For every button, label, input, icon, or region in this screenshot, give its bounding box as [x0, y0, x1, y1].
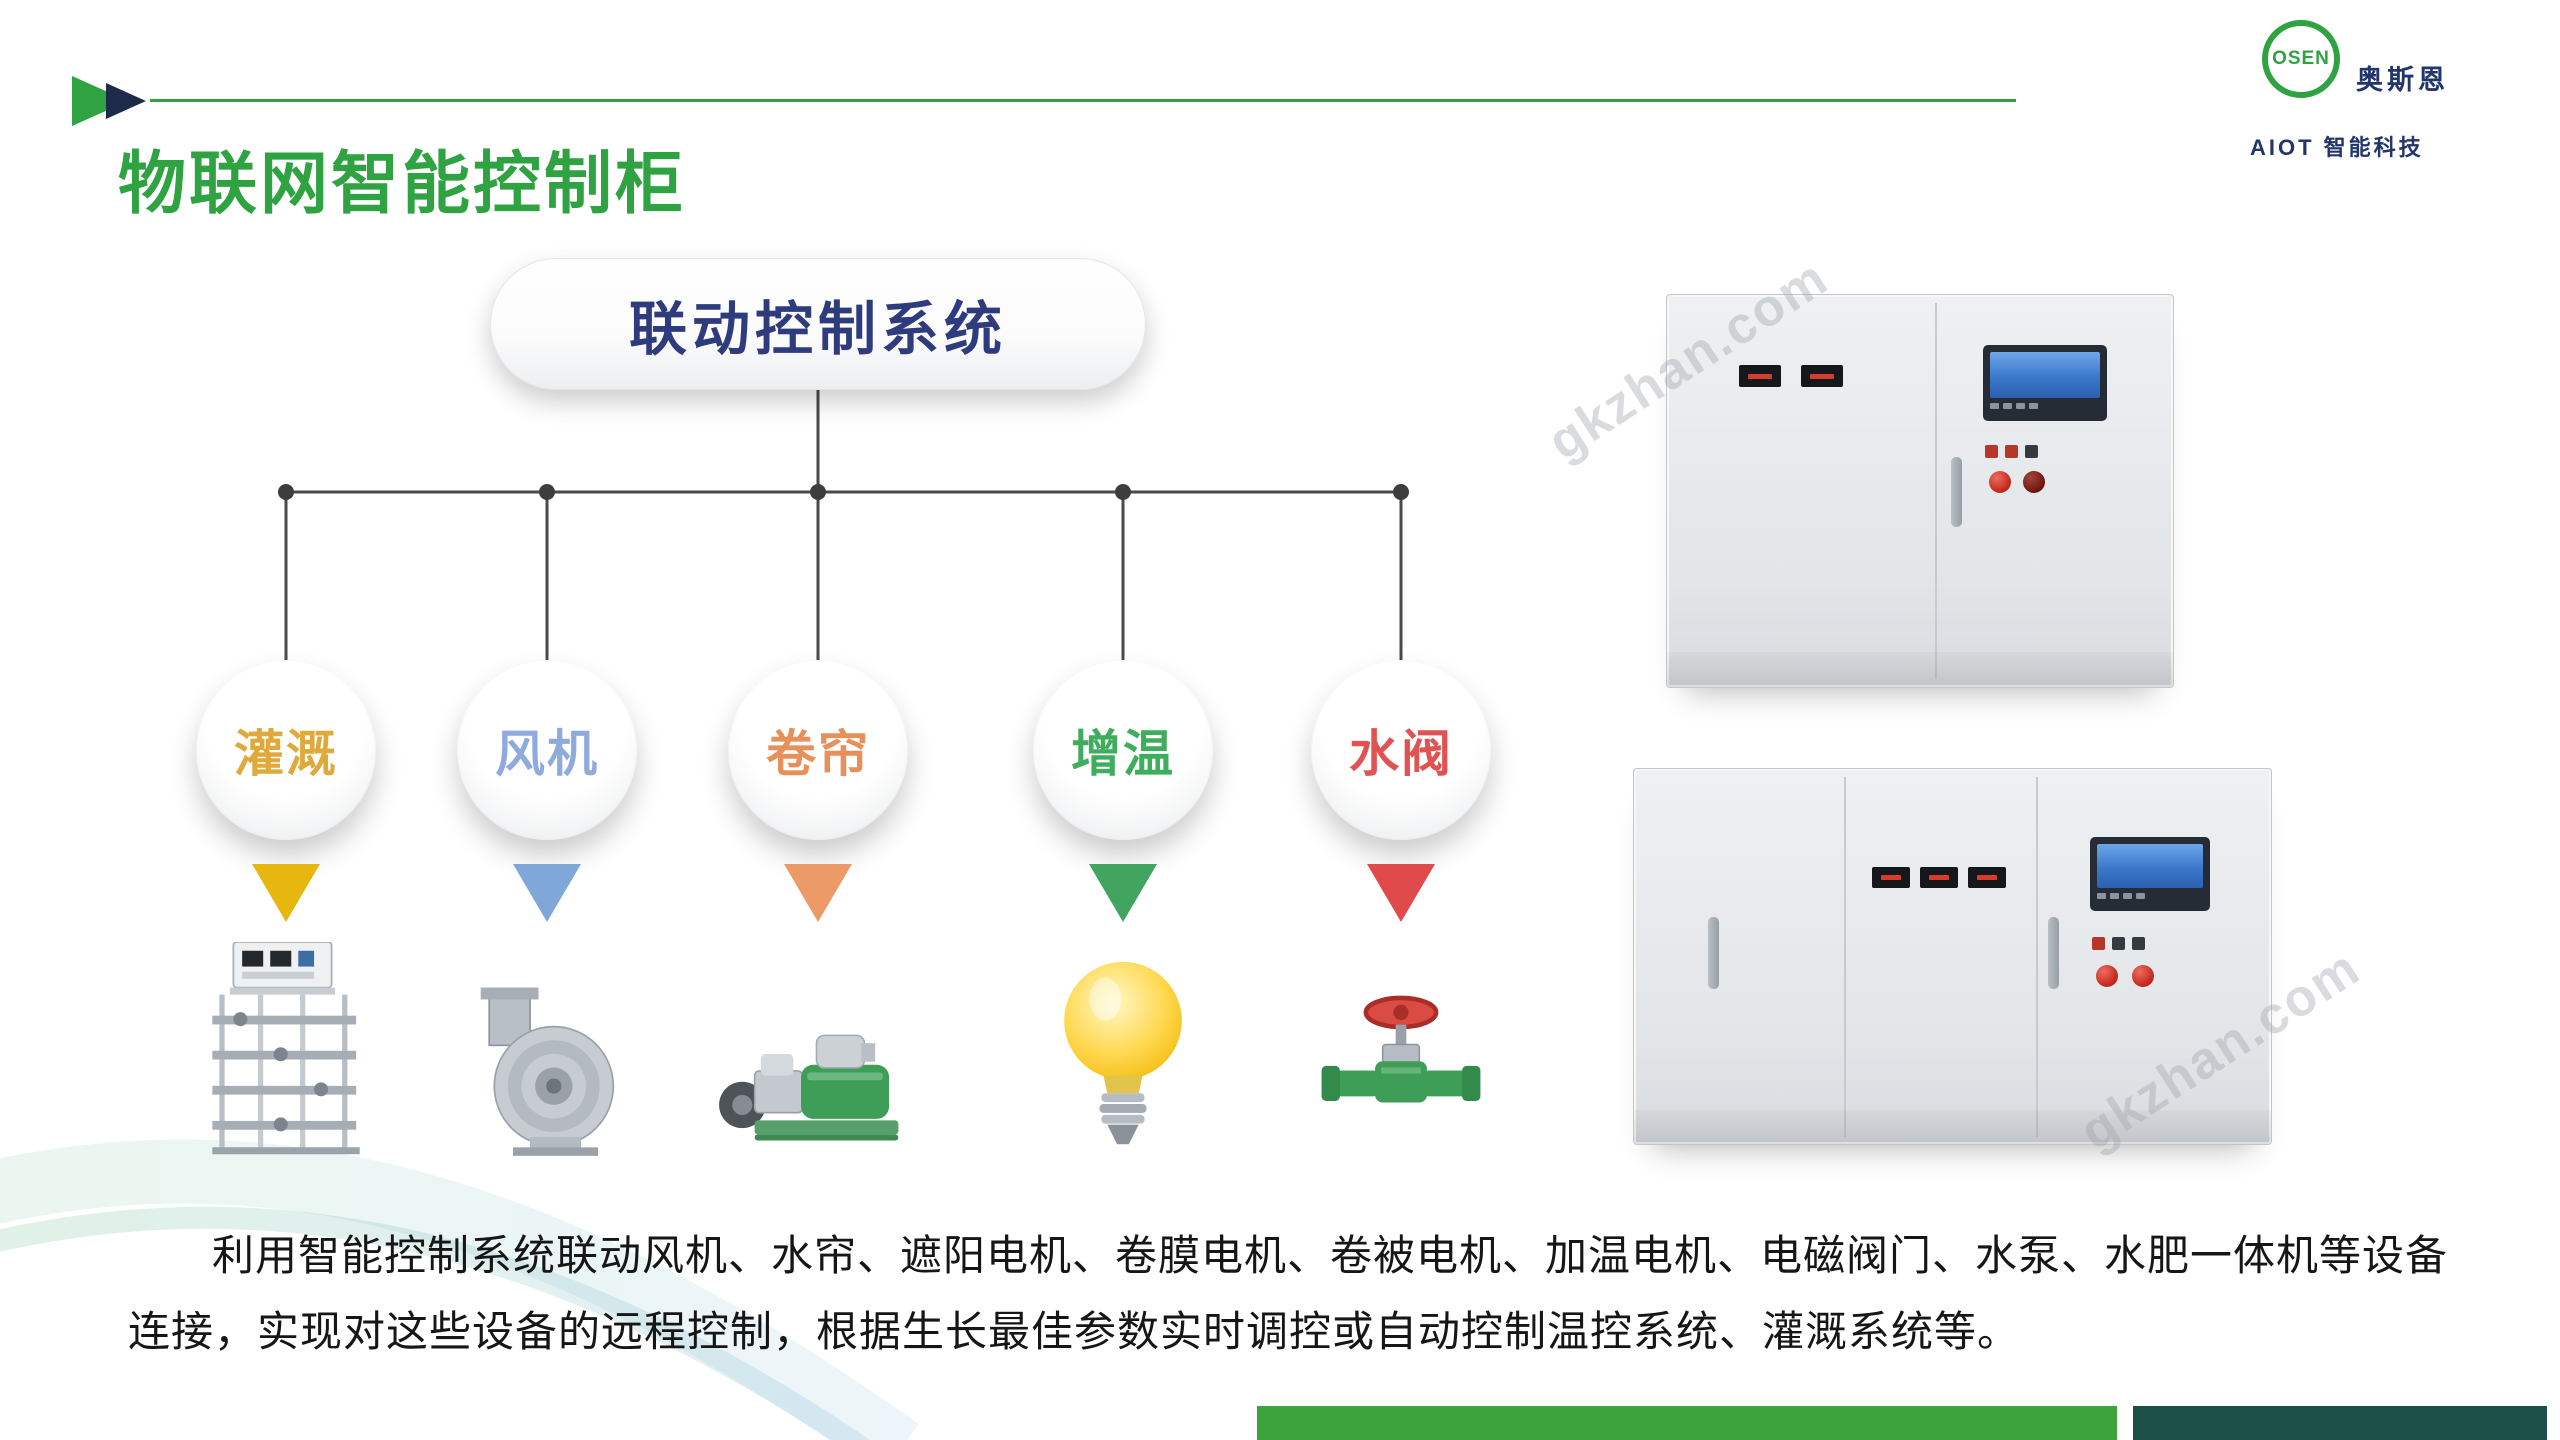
cabinet-door-seam	[1844, 776, 1846, 1137]
logo-brand: OSEN	[2272, 48, 2330, 69]
cabinet-door-seam	[1935, 302, 1937, 680]
digital-meter	[1872, 867, 1910, 888]
body-paragraph: 利用智能控制系统联动风机、水帘、遮阳电机、卷膜电机、卷被电机、加温电机、电磁阀门…	[128, 1232, 2449, 1356]
node-label: 增温	[1071, 726, 1175, 782]
osen-logo-circle-icon: OSEN	[2262, 20, 2340, 98]
hmi-screen	[1990, 352, 2100, 398]
junction-dot-4	[1115, 484, 1131, 500]
page-title: 物联网智能控制柜	[118, 146, 687, 222]
water-valve-image	[1291, 938, 1511, 1156]
hmi-touchscreen	[1983, 345, 2107, 421]
node-label: 灌溉	[234, 726, 338, 782]
hmi-touchscreen	[2090, 837, 2210, 911]
indicator-light	[2005, 445, 2018, 458]
node-label: 水阀	[1349, 726, 1453, 782]
osen-logo: OSEN 奥斯恩 AIOT 智能科技	[2248, 18, 2488, 168]
digital-meter	[1801, 365, 1843, 387]
junction-dot-2	[539, 484, 555, 500]
header-arrow-icon	[72, 76, 158, 126]
logo-company-name: 奥斯恩	[2356, 65, 2449, 95]
node-circle-valve: 水阀	[1311, 660, 1491, 840]
hmi-keys	[2097, 893, 2203, 900]
node-circle-fan: 风机	[457, 660, 637, 840]
header-rule	[150, 99, 2016, 102]
push-button-red	[1989, 471, 2011, 493]
push-button-dark	[2023, 471, 2045, 493]
irrigation-machine-image	[176, 938, 396, 1156]
light-bulb-image	[1013, 938, 1233, 1156]
door-handle	[1951, 457, 1962, 527]
digital-meter	[1920, 867, 1958, 888]
node-circle-heating: 增温	[1033, 660, 1213, 840]
roller-motor-image	[708, 938, 928, 1156]
node-circle-irrigation: 灌溉	[196, 660, 376, 840]
digital-meter	[1739, 365, 1781, 387]
node-label: 卷帘	[766, 726, 870, 782]
root-node-label: 联动控制系统	[628, 297, 1007, 362]
triangle-marker-irrigation	[252, 864, 320, 922]
hmi-screen	[2097, 844, 2203, 889]
triangle-marker-fan	[513, 864, 581, 922]
triangle-marker-valve	[1367, 864, 1435, 922]
cabinet-base-shadow	[1634, 1110, 2271, 1144]
control-cabinet-image-1	[1666, 294, 2174, 688]
push-button-red	[2096, 965, 2118, 987]
fan-blower-image	[437, 938, 657, 1156]
cabinet-door-seam	[2036, 776, 2038, 1137]
triangle-marker-heating	[1089, 864, 1157, 922]
triangle-marker-roller	[784, 864, 852, 922]
indicator-light	[2112, 937, 2125, 950]
chevron-dark-icon	[106, 83, 146, 119]
indicator-light	[1985, 445, 1998, 458]
push-button-red	[2132, 965, 2154, 987]
logo-subtitle: AIOT 智能科技	[2250, 135, 2424, 160]
junction-dot-5	[1393, 484, 1409, 500]
footer-bar-dark	[2133, 1406, 2547, 1440]
cabinet-base-shadow	[1667, 651, 2173, 687]
door-handle	[2048, 917, 2059, 989]
control-cabinet-image-2	[1633, 768, 2272, 1145]
indicator-light	[2025, 445, 2038, 458]
footer-bar-green	[1257, 1406, 2117, 1440]
indicator-light	[2132, 937, 2145, 950]
node-label: 风机	[495, 726, 599, 782]
digital-meter	[1968, 867, 2006, 888]
hmi-keys	[1990, 402, 2100, 409]
junction-dot-3	[810, 484, 826, 500]
indicator-light	[2092, 937, 2105, 950]
node-circle-roller: 卷帘	[728, 660, 908, 840]
door-handle	[1708, 917, 1719, 989]
root-node: 联动控制系统	[490, 258, 1146, 390]
junction-dot-1	[278, 484, 294, 500]
